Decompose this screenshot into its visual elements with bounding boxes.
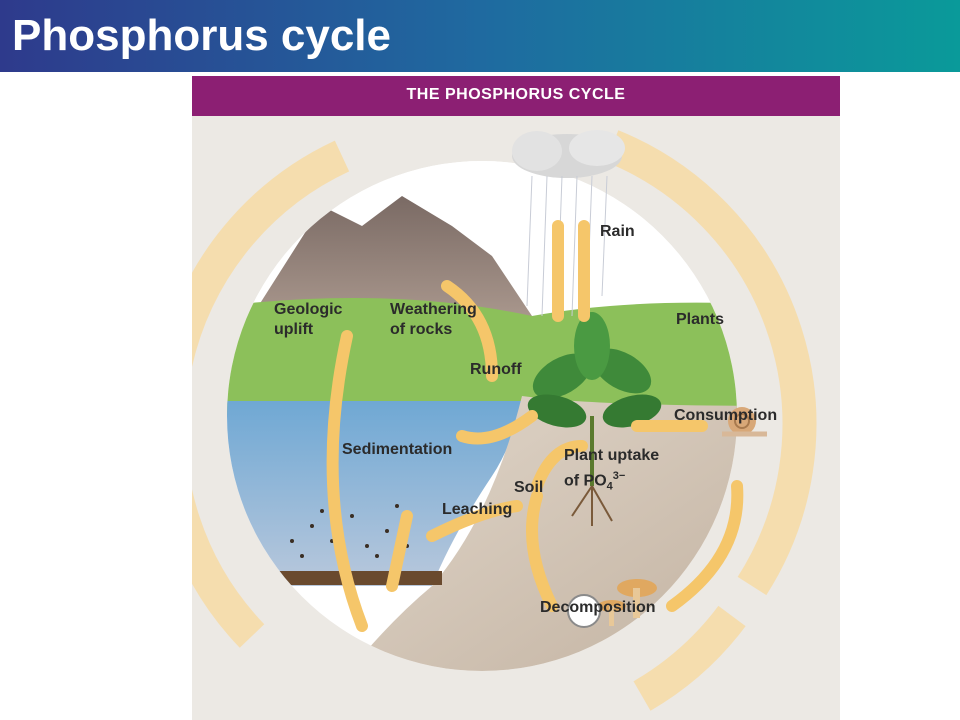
outer-cycle-arrow-left [192, 140, 350, 648]
phosphorus-cycle-figure: THE PHOSPHORUS CYCLE [192, 76, 840, 720]
label-leaching: Leaching [442, 501, 513, 518]
mountain [252, 196, 532, 316]
rain-cloud-icon [512, 130, 625, 317]
leaching-arrow [426, 500, 523, 542]
figure-header: THE PHOSPHORUS CYCLE [192, 76, 840, 116]
figure-header-text: THE PHOSPHORUS CYCLE [406, 86, 626, 103]
label-geologic-uplift-line1: Geologic [274, 301, 343, 318]
weathering-arrow [441, 280, 498, 382]
label-plant-uptake-line2: of PO43− [564, 466, 659, 497]
decomposition-arrow [666, 480, 744, 612]
slide-title: Phosphorus cycle [12, 11, 392, 60]
label-po-prefix: of PO [564, 472, 607, 490]
lake-water [227, 401, 522, 586]
uplift-arrow [326, 330, 368, 632]
label-geologic-uplift: Geologic uplift [274, 300, 342, 340]
sediment-layer [232, 571, 442, 585]
label-decomposition: Decomposition [540, 599, 656, 616]
uptake-arrow [531, 440, 588, 492]
inner-cycle-arrows [326, 220, 744, 632]
label-weathering-line1: Weathering [390, 301, 477, 318]
label-plant-uptake-line1: Plant uptake [564, 447, 660, 464]
label-geologic-uplift-line2: uplift [274, 321, 314, 338]
label-plant-uptake: Plant uptake of PO43− [564, 446, 659, 497]
sedimentation-arrow [386, 510, 413, 592]
label-po-superscript: 3− [612, 470, 626, 482]
label-sedimentation: Sedimentation [342, 441, 453, 458]
label-runoff: Runoff [470, 361, 522, 378]
label-weathering: Weathering of rocks [390, 300, 477, 340]
snail-icon [722, 407, 767, 437]
outer-cycle-arrow-right [605, 130, 817, 596]
label-po-subscript: 4 [606, 480, 613, 493]
runoff-arrow [456, 410, 538, 445]
label-weathering-line2: of rocks [390, 321, 453, 338]
decomp-to-soil-arrow [526, 490, 558, 612]
mushroom-icon [567, 579, 657, 628]
label-consumption: Consumption [674, 407, 778, 424]
slide-title-bar: Phosphorus cycle [0, 0, 960, 72]
plant-icon [527, 312, 662, 526]
cycle-illustration [192, 130, 817, 711]
sediment-particles [290, 504, 409, 563]
label-rain: Rain [600, 223, 635, 240]
outer-cycle-arrow-bottom [633, 605, 746, 711]
label-soil: Soil [514, 479, 544, 496]
label-plants: Plants [676, 311, 725, 328]
